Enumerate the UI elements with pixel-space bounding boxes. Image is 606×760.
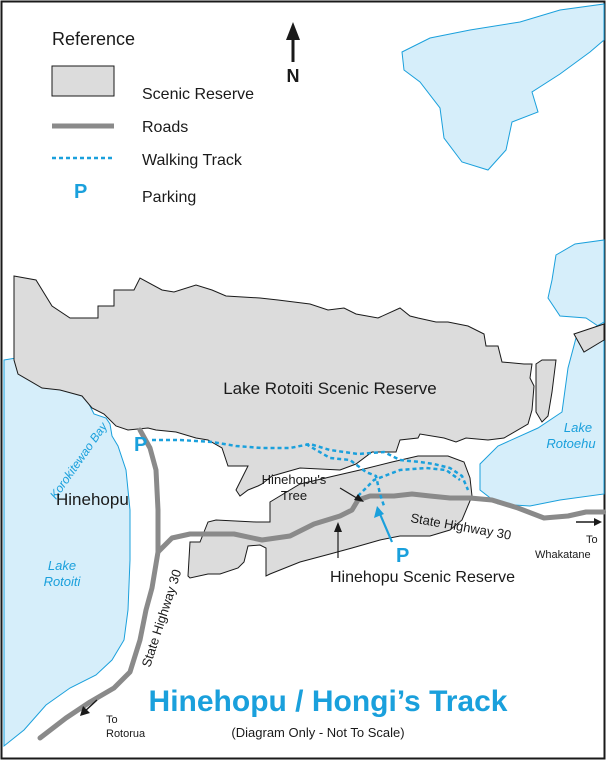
label-to-rotorua-2: Rotorua [106,728,146,740]
label-lake-rotoiti-1: Lake [48,558,76,573]
rotorua-arrow-head [80,706,90,716]
reserve-pointer-head [334,522,342,532]
label-hinehopu-reserve: Hinehopu Scenic Reserve [330,569,515,586]
roads [37,427,606,741]
legend-reserve-swatch [51,65,115,97]
road-sh30-east [155,491,606,555]
lake-top-right [401,3,605,171]
label-to-rotorua-1: To [106,714,118,726]
label-tree-1: Hinehopu's [262,472,327,487]
parking-marker-south: P [396,545,409,567]
north-arrow-label: N [287,66,300,86]
track-north-loop [152,438,470,491]
whakatane-arrow-head [594,518,602,526]
walking-tracks [152,438,470,507]
tree-pointer-head [354,494,364,502]
reserve-strip [535,359,557,423]
label-lake-rotoiti-reserve: Lake Rotoiti Scenic Reserve [223,379,437,398]
label-lake-rotoehu-1: Lake [564,420,592,435]
label-to-whakatane-1: To [586,534,598,546]
legend: Reference Scenic Reserve Roads Walking T… [51,29,254,206]
label-lake-rotoehu-2: Rotoehu [546,436,595,451]
legend-parking-symbol: P [74,181,87,203]
reserve-main [13,275,535,497]
parking-pointer-line [378,513,394,543]
north-arrow: N [286,22,300,86]
legend-track-label: Walking Track [142,152,243,169]
label-to-whakatane-2: Whakatane [535,549,591,561]
lake-middle-right [547,239,605,331]
road-sh30-south [37,427,161,741]
legend-heading: Reference [52,29,135,49]
map-title: Hinehopu / Hongi’s Track [149,685,508,718]
reserve-far-right [573,323,605,353]
label-lake-rotoiti-2: Rotoiti [44,574,82,589]
water-bodies [3,3,605,748]
map-subtitle: (Diagram Only - Not To Scale) [231,725,404,740]
legend-parking-label: Parking [142,189,196,206]
north-arrow-head [286,22,300,40]
label-tree-2: Tree [281,488,307,503]
legend-reserve-label: Scenic Reserve [142,86,254,103]
parking-marker-west: P [134,434,147,456]
legend-roads-label: Roads [142,119,188,136]
parking-pointer-head [374,506,384,518]
track-loop-arc [357,466,461,497]
label-hinehopu-town: Hinehopu [56,490,129,509]
lake-rotoehu [479,321,605,507]
